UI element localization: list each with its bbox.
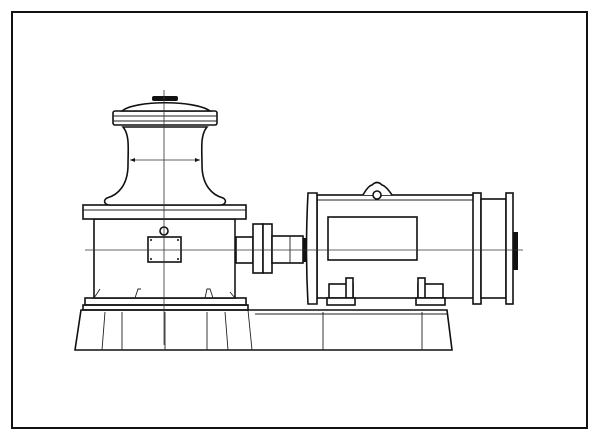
motor-end-cap: [513, 232, 518, 270]
motor-feet: [326, 277, 446, 306]
diameter-dimension: [130, 158, 200, 162]
electric-motor: [305, 181, 518, 306]
foundation-ribs: [101, 311, 423, 351]
capstan-drum: [82, 96, 247, 220]
foundation: [74, 309, 453, 351]
coupling: [235, 223, 308, 274]
drum-cap-nut: [152, 96, 178, 101]
drum-cap-dome: [119, 101, 213, 112]
terminal-box: [327, 216, 418, 261]
junction-box: [147, 236, 182, 263]
drawing-frame: [11, 11, 588, 429]
gearbox: [82, 218, 249, 311]
center-lines: [85, 90, 523, 345]
lifting-eye: [362, 181, 393, 196]
